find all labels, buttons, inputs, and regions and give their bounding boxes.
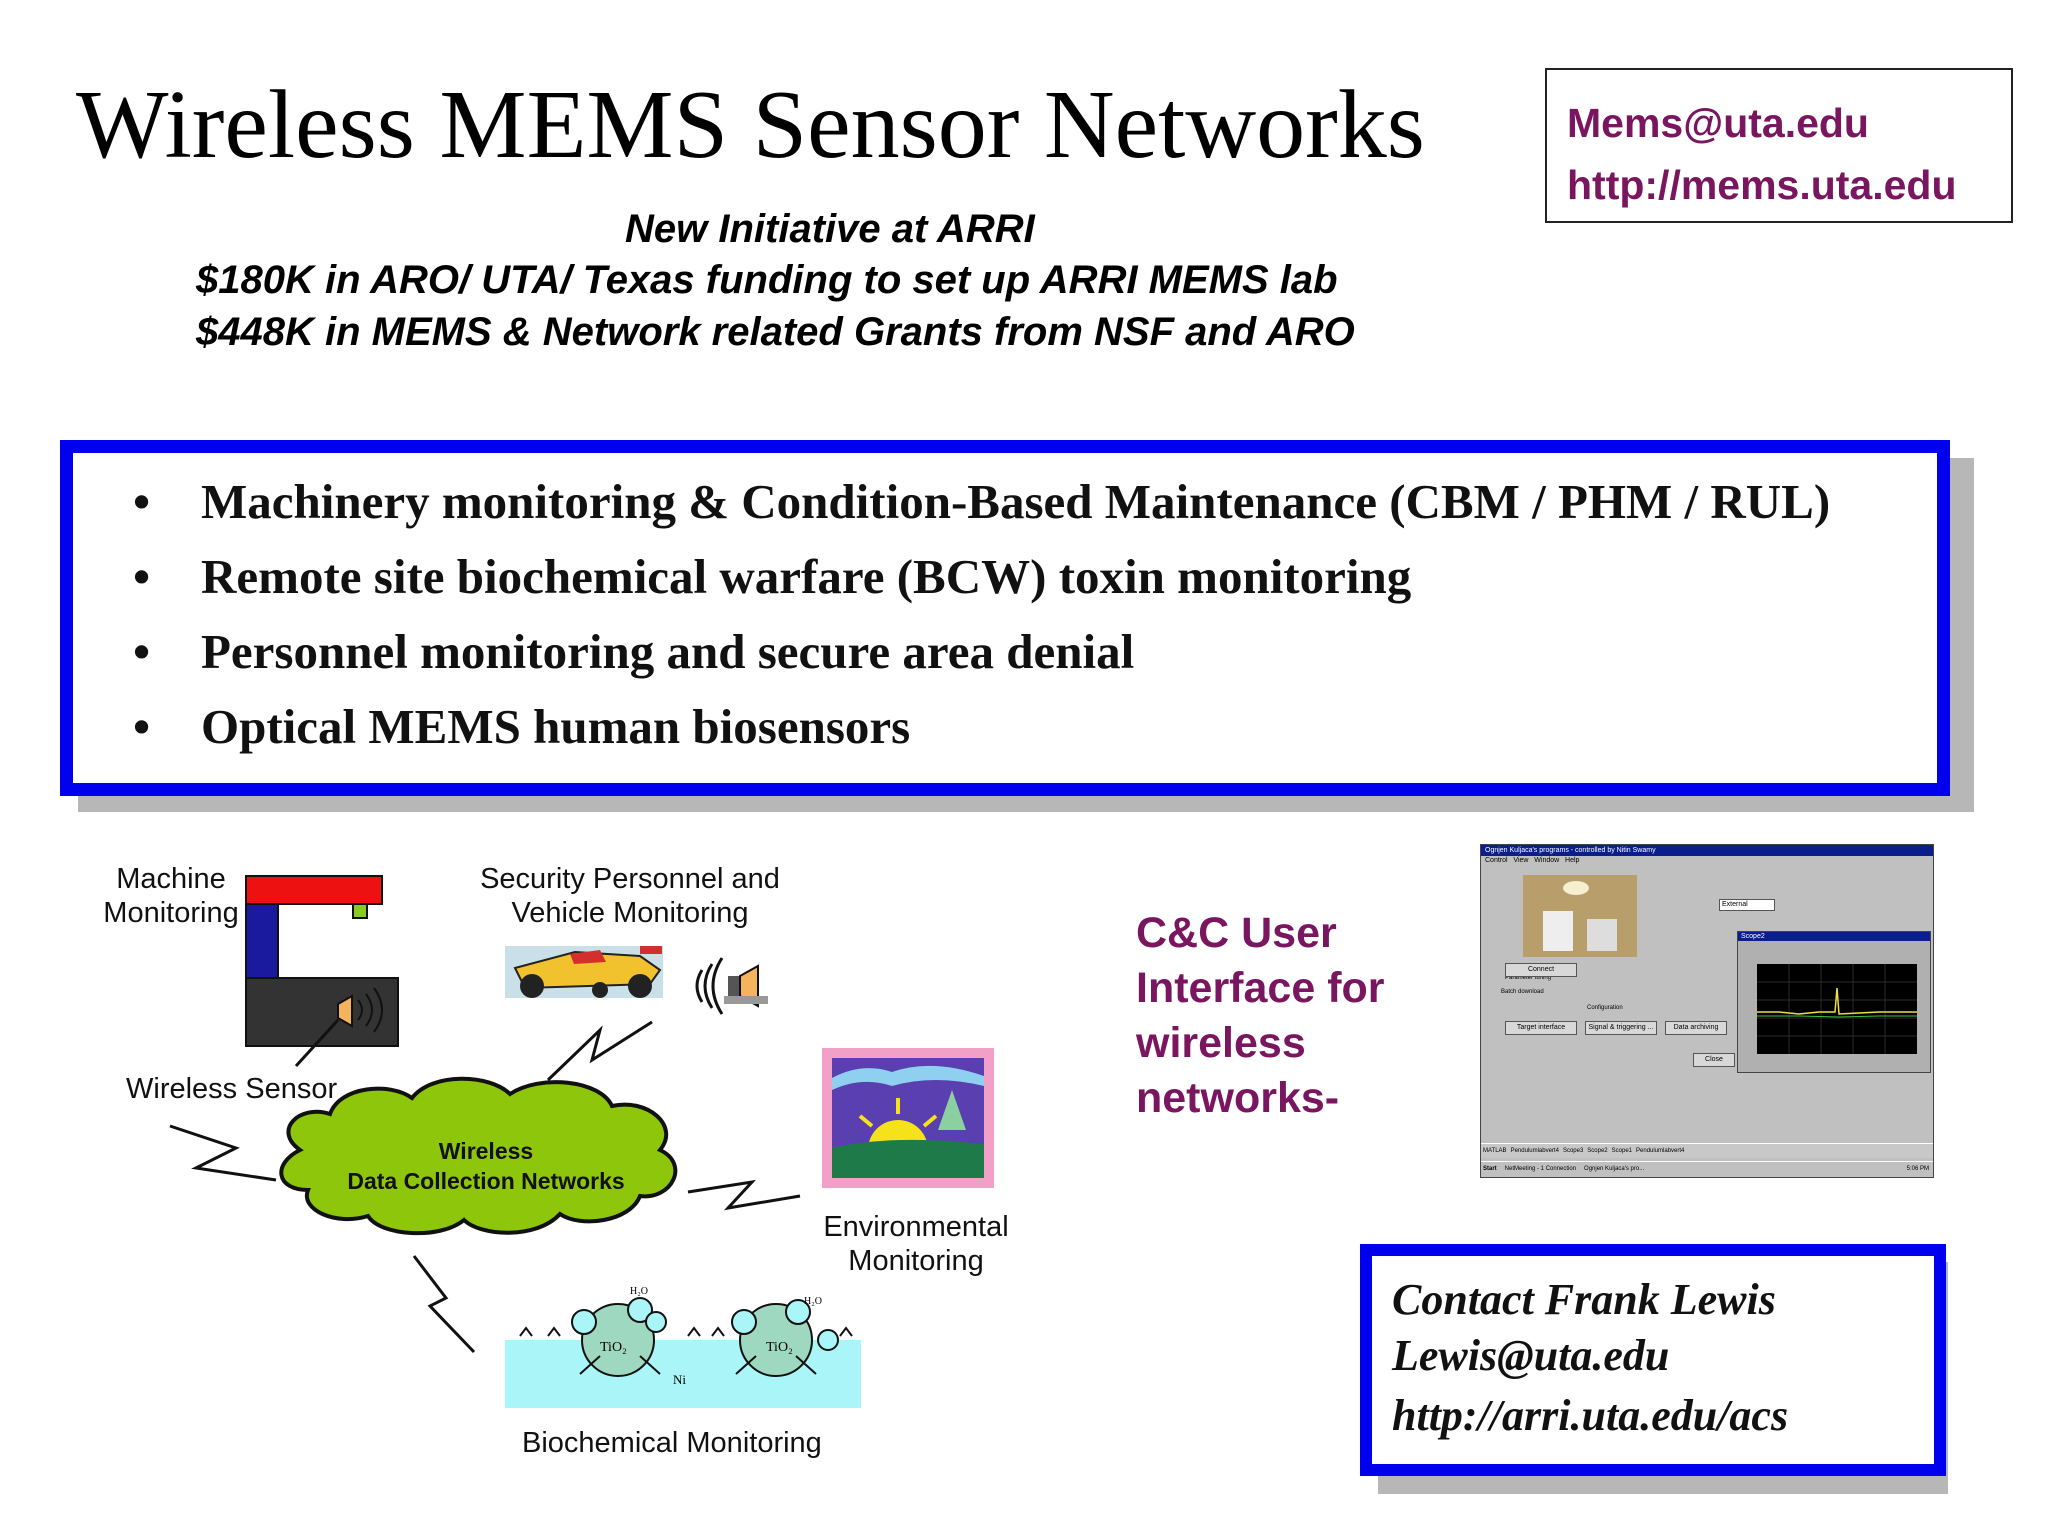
bullet-dot: •	[133, 624, 151, 679]
screenshot-button: Close	[1693, 1053, 1735, 1067]
contact-box: Contact Frank Lewis Lewis@uta.edu http:/…	[1360, 1244, 1946, 1476]
cc-ui-screenshot: Ognjen Kuljaca's programs - controlled b…	[1480, 844, 1934, 1178]
cc-interface-text: C&C User Interface for wireless networks…	[1136, 909, 1385, 1122]
tio2-label-2: TiO₂	[766, 1340, 793, 1355]
subtitle-line-1: New Initiative at ARRI	[625, 207, 1035, 251]
screenshot-app-bar: MATLAB Pendulumlabvert4 Scope3 Scope2 Sc…	[1481, 1143, 1933, 1158]
screenshot-title-bar: Ognjen Kuljaca's programs - controlled b…	[1481, 845, 1933, 856]
screenshot-button: Data archiving	[1665, 1021, 1727, 1035]
screenshot-menu-bar: Control View Window Help	[1485, 857, 1580, 864]
screenshot-button: Connect	[1505, 963, 1577, 977]
biochemical-image	[505, 1297, 861, 1408]
subtitle-line-3: $448K in MEMS & Network related Grants f…	[196, 310, 1355, 354]
scope-plot	[1757, 964, 1917, 1054]
page-title: Wireless MEMS Sensor Networks	[76, 71, 1425, 179]
wireless-cloud	[279, 1076, 678, 1236]
wireless-link	[687, 1179, 801, 1211]
contact-top-box: Mems@uta.edu http://mems.uta.edu	[1545, 68, 2013, 223]
wireless-link	[169, 1124, 277, 1182]
machine-icon	[245, 875, 399, 1068]
biochemical-monitoring-label: Biochemical Monitoring	[522, 1427, 822, 1459]
ni-label: Ni	[673, 1372, 686, 1387]
security-monitoring-label: Security Personnel and Vehicle Monitorin…	[480, 863, 780, 929]
contact-email[interactable]: Lewis@uta.edu	[1392, 1331, 1670, 1380]
speaker-icon	[695, 957, 768, 1015]
machine-monitoring-label: Machine Monitoring	[103, 863, 239, 929]
screenshot-section-label: Parameter tuning	[1505, 975, 1552, 981]
contact-url[interactable]: http://arri.uta.edu/acs	[1392, 1391, 1789, 1440]
cloud-label: Wireless Data Collection Networks	[347, 1138, 625, 1194]
screenshot-section-label: Configuration	[1587, 1005, 1623, 1011]
h2o-label-2: H₂O	[804, 1296, 822, 1307]
bullet-dot: •	[133, 699, 151, 754]
video-feed-image	[1523, 875, 1637, 957]
screenshot-button: Signal & triggering ...	[1585, 1021, 1657, 1035]
tio2-label-1: TiO₂	[600, 1340, 627, 1355]
environmental-monitoring-label: Environmental Monitoring	[823, 1211, 1009, 1277]
scope-title: Scope2	[1738, 932, 1930, 941]
bullet-dot: •	[133, 549, 151, 604]
race-car-icon	[505, 946, 663, 998]
bullet-dot: •	[133, 474, 151, 529]
contact-name: Contact Frank Lewis	[1392, 1275, 1776, 1324]
contact-email-link[interactable]: Mems@uta.edu	[1567, 100, 1869, 146]
bullet-box: •Machinery monitoring & Condition-Based …	[60, 440, 1950, 796]
wireless-link	[546, 1020, 653, 1082]
environment-image	[822, 1048, 994, 1188]
scope-window: Scope2	[1737, 931, 1931, 1073]
wireless-sensor-label: Wireless Sensor	[126, 1073, 338, 1105]
screenshot-field: External	[1719, 899, 1775, 911]
screenshot-button: Target interface	[1505, 1021, 1577, 1035]
subtitle-line-2: $180K in ARO/ UTA/ Texas funding to set …	[196, 258, 1338, 302]
contact-url-link[interactable]: http://mems.uta.edu	[1567, 162, 1957, 208]
h2o-label-1: H₂O	[630, 1286, 648, 1297]
screenshot-checkbox: Batch download	[1501, 989, 1544, 995]
wireless-link	[412, 1255, 476, 1354]
screenshot-taskbar: Start NetMeeting - 1 Connection Ognjen K…	[1481, 1161, 1933, 1177]
